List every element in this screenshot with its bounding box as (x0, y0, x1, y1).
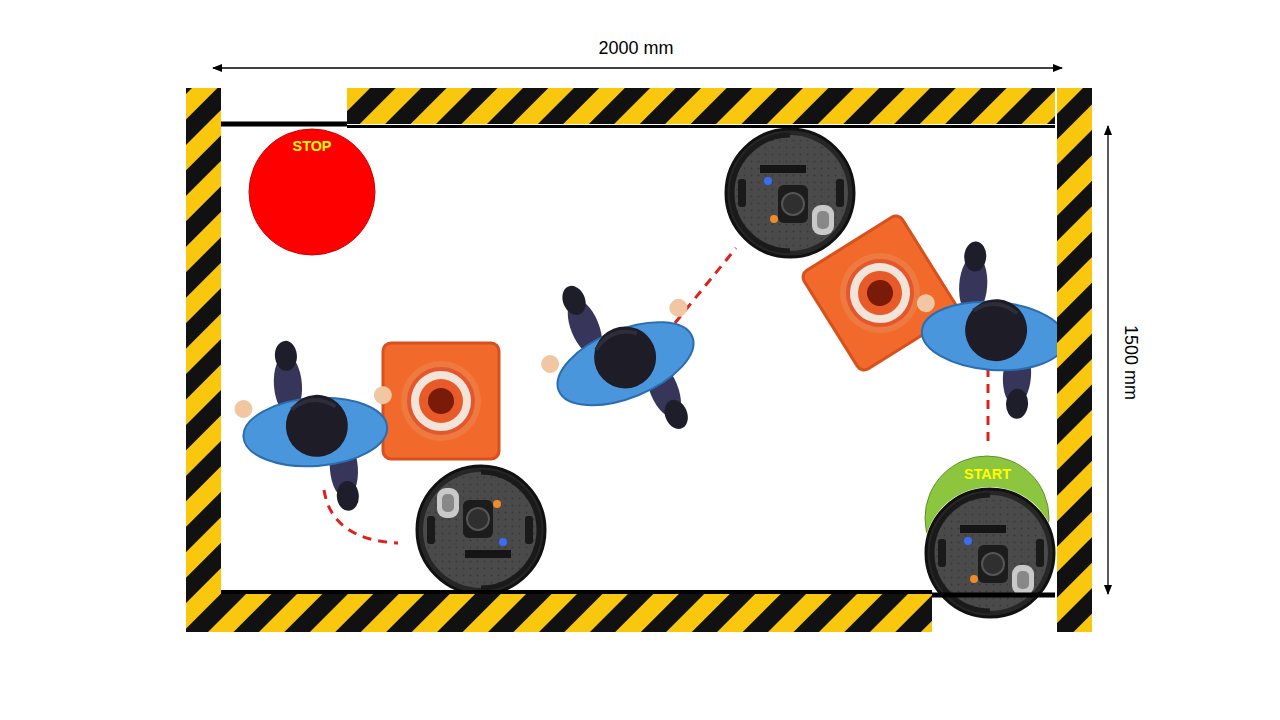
dimension-label: 1500 mm (1120, 324, 1141, 399)
stop-disc (249, 129, 375, 255)
stop-circle: STOP (248, 128, 376, 256)
marker-label: STOP (248, 138, 376, 154)
dimension-label: 2000 mm (598, 38, 673, 59)
marker-label: START (924, 466, 1051, 482)
start-marker: START (924, 455, 1051, 535)
